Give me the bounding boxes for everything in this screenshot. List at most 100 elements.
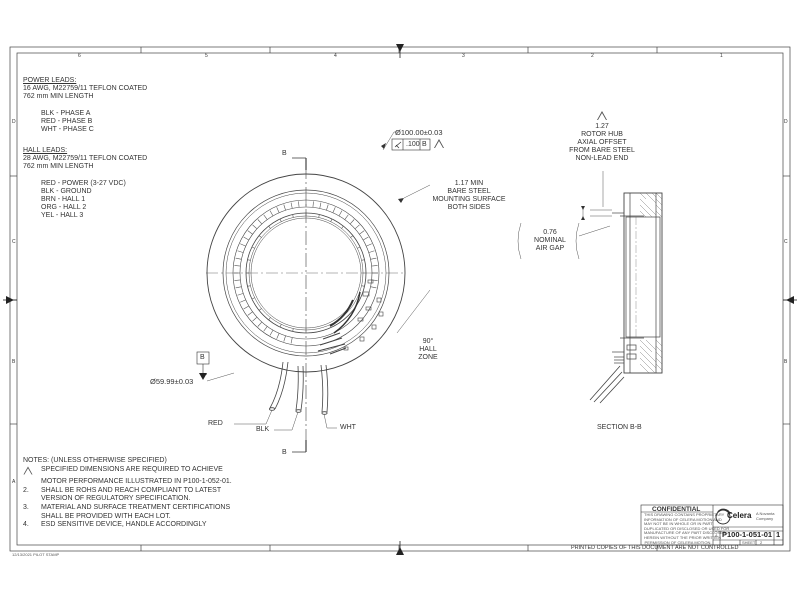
stator-slot <box>283 204 286 211</box>
rotor-magnet <box>279 324 282 328</box>
stator-slot <box>252 316 258 322</box>
stator-slot <box>276 207 280 213</box>
power-leads-block: POWER LEADS: 16 AWG, M22759/11 TEFLON CO… <box>23 77 147 134</box>
stator-slot <box>234 279 241 281</box>
zone-d-right: D <box>784 119 788 125</box>
power-leads-length: 762 mm MIN LENGTH <box>23 93 94 100</box>
stator-slot <box>283 335 286 342</box>
hall-wire: BRN - HALL 1 <box>41 196 86 203</box>
hall-leads-block: HALL LEADS: 28 AWG, M22759/11 TEFLON COA… <box>23 147 147 220</box>
air-gap-line: NOMINAL <box>534 237 566 244</box>
mount-surface-line: MOUNTING SURFACE <box>432 196 506 203</box>
wire-label-blk: BLK <box>256 426 270 433</box>
runout-datum: B <box>422 141 427 148</box>
rotor-magnet <box>350 235 354 238</box>
zone-c-right: C <box>784 239 788 245</box>
inner-diameter-dim: Ø59.99±0.03 <box>150 377 194 386</box>
stator-slot <box>240 243 246 247</box>
rotor-magnet <box>268 225 271 229</box>
printed-copies-notice: PRINTED COPIES OF THIS DOCUMENT ARE NOT … <box>571 545 739 551</box>
hall-wire: BLK - GROUND <box>41 188 92 195</box>
size-value: A <box>715 533 718 538</box>
section-marker-bottom: B <box>282 449 287 456</box>
air-gap-line: 0.76 <box>543 229 557 236</box>
section-marker-top: B <box>282 150 287 157</box>
rotor-magnet <box>251 297 255 300</box>
hall-wire: YEL - HALL 3 <box>41 212 84 219</box>
section-view <box>589 192 663 404</box>
stator-slot <box>252 224 258 230</box>
stator-slot <box>234 265 241 267</box>
zone-6: 6 <box>78 53 81 59</box>
rotor-magnet <box>258 235 262 238</box>
company-subtitle: A Novanta Company <box>756 511 775 521</box>
rotor-magnet <box>341 225 344 229</box>
zone-4: 4 <box>334 53 337 59</box>
stator-slot <box>243 305 249 310</box>
datum-b-label: B <box>200 354 205 361</box>
mount-surface-line: BOTH SIDES <box>447 204 491 211</box>
company-name: Celera <box>727 511 752 520</box>
outer-diameter-dim: Ø100.00±0.03 <box>395 128 443 137</box>
rotor-magnet <box>268 317 271 321</box>
note-item: 1.SPECIFIED DIMENSIONS ARE REQUIRED TO A… <box>23 466 232 479</box>
note-item: 2.SHALL BE ROHS AND REACH COMPLIANT TO L… <box>23 486 222 494</box>
stator-slot <box>263 214 268 220</box>
stator-slot <box>235 257 242 260</box>
mount-surface-note: 1.17 MIN BARE STEEL MOUNTING SURFACE BOT… <box>423 180 515 212</box>
runout-frame <box>391 138 431 151</box>
rotor-magnet <box>330 218 333 222</box>
stator-slot <box>370 286 377 289</box>
stator-slot <box>269 330 274 336</box>
stator-slot <box>366 243 372 247</box>
axial-offset-line: NON-LEAD END <box>575 155 629 162</box>
section-title: SECTION B-B <box>597 424 642 431</box>
stator-slot <box>290 337 293 344</box>
axial-offset-note: 1.27 ROTOR HUB AXIAL OFFSET FROM BARE ST… <box>566 123 638 163</box>
stator-slot <box>269 210 274 216</box>
rotor-magnet <box>357 246 361 249</box>
axial-offset-line: 1.27 <box>595 123 609 130</box>
note-text: SPECIFIED DIMENSIONS ARE REQUIRED TO ACH… <box>41 465 223 473</box>
rotor-magnet <box>292 214 294 218</box>
stator-slot <box>363 236 369 241</box>
proprietary-statement: THIS DRAWING CONTAINS PROPRIETARY INFORM… <box>644 512 730 545</box>
hall-wire: ORG - HALL 2 <box>41 204 87 211</box>
pilot-stamp: 12/13/2021 PILOT STAMP <box>12 552 60 557</box>
stator-slot <box>290 202 293 209</box>
stator-slot <box>368 250 375 253</box>
stator-slot <box>257 321 263 327</box>
power-leads-heading: POWER LEADS: <box>23 77 77 84</box>
note-text: SHALL BE PROVIDED WITH EACH LOT. <box>41 512 171 520</box>
runout-value: .100 <box>406 141 420 148</box>
axial-offset-line: ROTOR HUB <box>581 131 623 138</box>
power-wire: BLK - PHASE A <box>41 110 91 117</box>
note-text: MOTOR PERFORMANCE ILLUSTRATED IN P100-1-… <box>41 478 232 486</box>
stator-slot <box>312 201 314 208</box>
zone-3: 3 <box>462 53 465 59</box>
zone-a: A <box>12 479 16 485</box>
hall-zone-features <box>317 279 384 355</box>
mount-surface-line: 1.17 MIN <box>454 180 484 187</box>
rotor-magnet <box>292 328 294 332</box>
hall-leads-heading: HALL LEADS: <box>23 147 68 154</box>
note-text: VERSION OF REGULATORY SPECIFICATION. <box>41 495 191 503</box>
stator-slot <box>319 202 322 209</box>
note-text: SHALL BE ROHS AND REACH COMPLIANT TO LAT… <box>41 486 222 494</box>
hall-leads-length: 762 mm MIN LENGTH <box>23 163 94 170</box>
rotor-magnet <box>247 259 251 261</box>
note-flag-icon <box>23 466 33 475</box>
note-text: MATERIAL AND SURFACE TREATMENT CERTIFICA… <box>41 503 231 511</box>
stator-slot <box>247 311 253 316</box>
stator-outer-ring <box>206 173 406 373</box>
zone-2: 2 <box>591 53 594 59</box>
stator-slot <box>370 257 377 260</box>
rotor-magnet <box>279 218 282 222</box>
stator-slot <box>257 219 263 225</box>
lead-wires <box>268 361 329 415</box>
part-number: P100-1-051-01 <box>722 530 773 539</box>
general-notes: NOTES: (UNLESS OTHERWISE SPECIFIED) 1.SP… <box>23 457 232 530</box>
rotor-magnet <box>318 214 320 218</box>
title-block <box>640 504 784 546</box>
